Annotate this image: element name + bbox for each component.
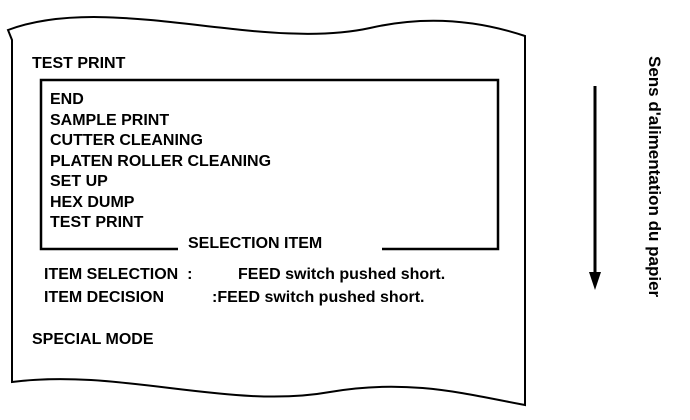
- menu-item: SET UP: [50, 173, 108, 190]
- receipt-footer: SPECIAL MODE: [32, 331, 154, 348]
- menu-item: END: [50, 91, 84, 108]
- instruction-value: FEED switch pushed short.: [238, 266, 446, 283]
- receipt-header: TEST PRINT: [32, 55, 126, 72]
- box-caption: SELECTION ITEM: [188, 235, 323, 252]
- menu-list: END SAMPLE PRINT CUTTER CLEANING PLATEN …: [50, 90, 271, 234]
- instruction-value: :FEED switch pushed short.: [212, 289, 425, 306]
- paper-outline: [6, 16, 526, 407]
- feed-direction-label: Sens d'alimentation du papier: [645, 56, 664, 298]
- instruction-label: ITEM DECISION: [44, 289, 165, 306]
- menu-item: HEX DUMP: [50, 193, 135, 211]
- instruction-label: ITEM SELECTION :: [44, 266, 193, 283]
- menu-item: SAMPLE PRINT: [50, 111, 170, 129]
- arrow-down-icon: [589, 86, 601, 290]
- selection-box: [39, 78, 500, 251]
- menu-item: CUTTER CLEANING: [50, 132, 203, 149]
- menu-item: TEST PRINT: [50, 214, 144, 231]
- menu-item: PLATEN ROLLER CLEANING: [50, 152, 272, 170]
